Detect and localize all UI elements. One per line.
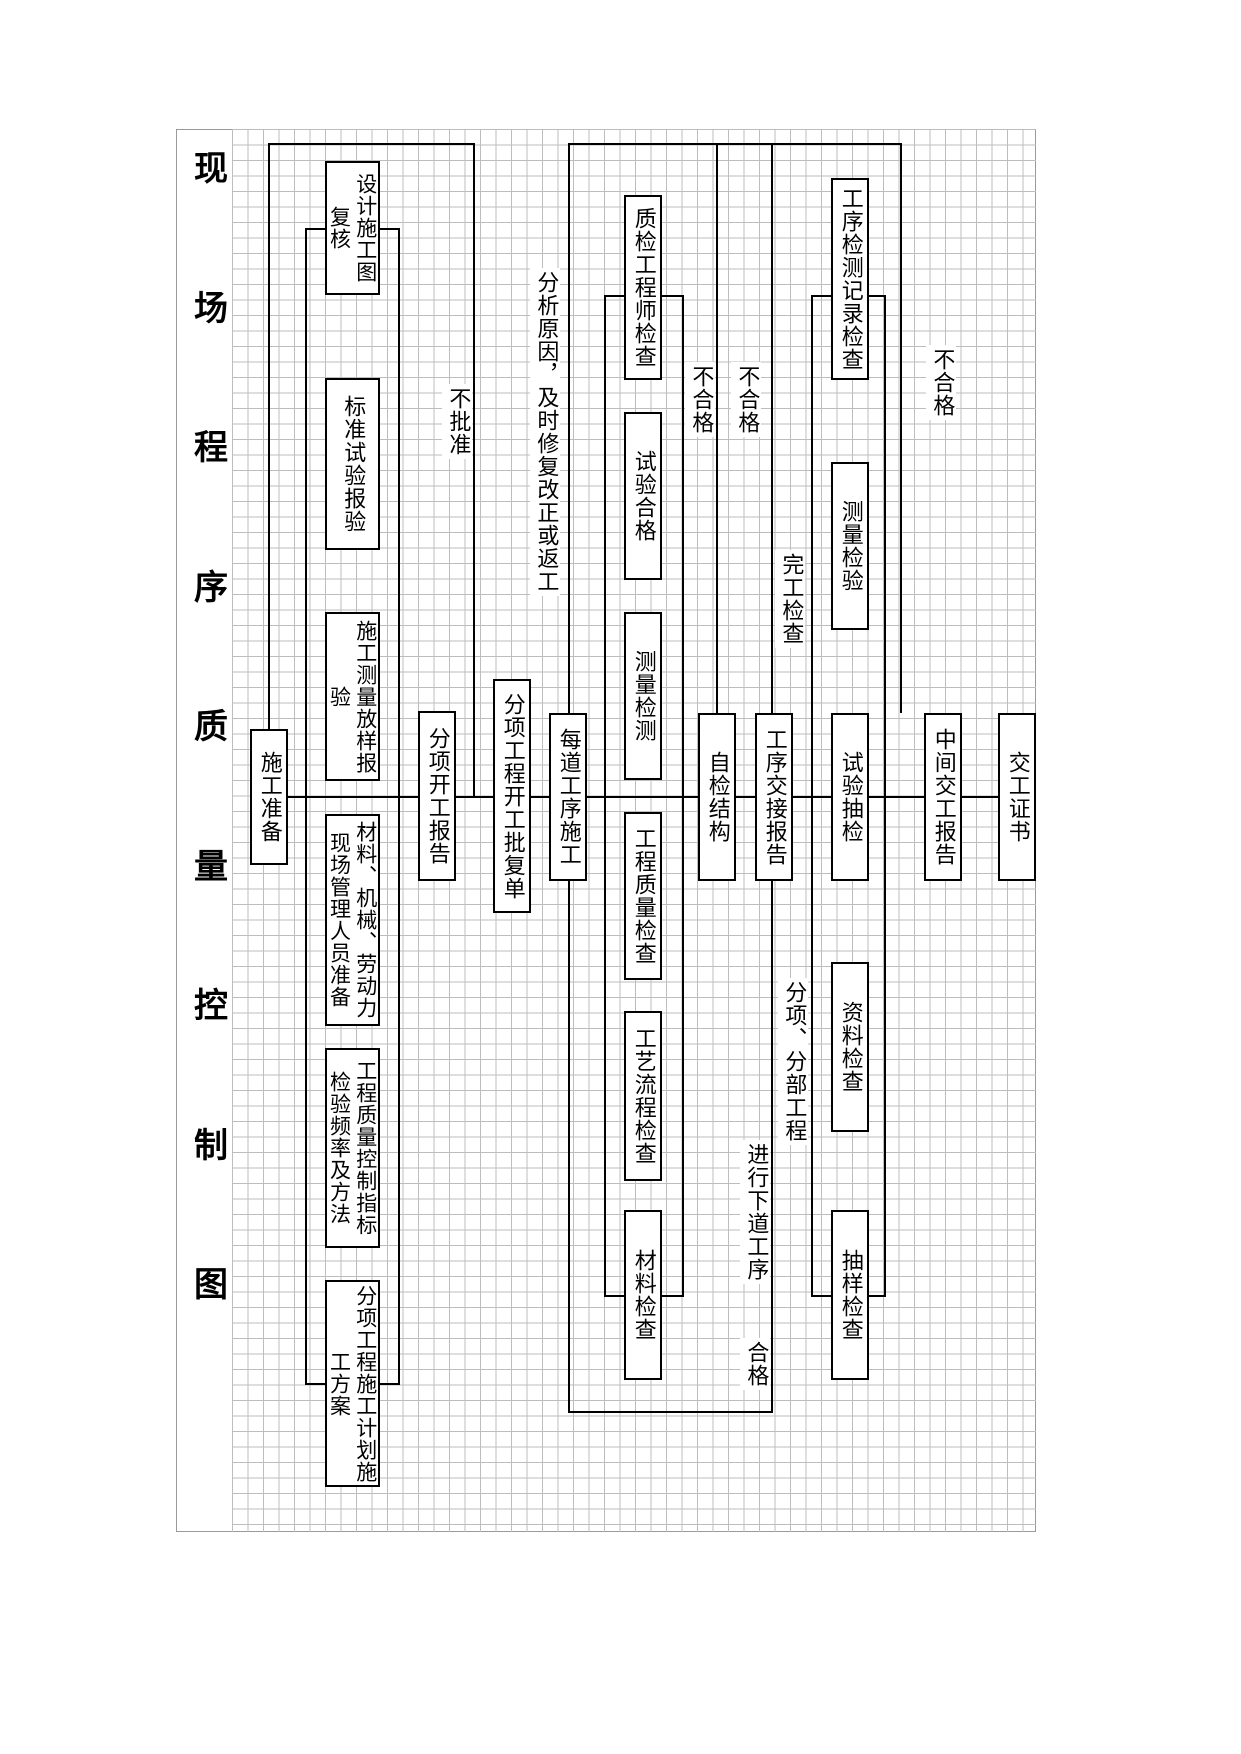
connector-line <box>900 143 902 713</box>
box-sample-check: 抽样检查 <box>831 1210 869 1380</box>
title-char: 现 <box>187 150 228 184</box>
box-eng-quality-check: 工程质量检查 <box>624 812 662 980</box>
connector-line <box>380 1383 400 1385</box>
title-char: 图 <box>187 1266 228 1300</box>
title-char: 控 <box>187 987 228 1021</box>
connector-line <box>682 295 684 1297</box>
label-sub-works: 分项、分部工程 <box>778 978 809 1145</box>
connector-line <box>604 1295 626 1297</box>
title-char: 场 <box>187 289 228 324</box>
title-char: 量 <box>187 847 228 882</box>
label-fail: 不合格 <box>685 362 716 437</box>
connector-line <box>568 143 902 145</box>
connector-line <box>305 228 325 230</box>
box-label: 工程质量检查 <box>630 827 656 965</box>
box-label: 工程质量控制指标检验频率及方法 <box>327 1060 378 1236</box>
connector-line <box>398 228 400 1385</box>
box-materials-staff: 材料、机械、劳动力现场管理人员准备 <box>325 814 380 1026</box>
box-label: 资料检查 <box>837 1001 863 1093</box>
label-completion-check: 完工检查 <box>775 550 806 648</box>
title-char: 序 <box>187 568 228 603</box>
connector-line <box>305 1383 325 1385</box>
connector-line <box>864 1295 886 1297</box>
box-certificate: 交工证书 <box>998 713 1036 881</box>
label-next-process: 进行下道工序 <box>740 1140 771 1284</box>
box-self-check: 自检结构 <box>698 713 736 881</box>
box-process-record-check: 工序检测记录检查 <box>831 178 869 380</box>
box-label: 试验抽检 <box>837 751 863 843</box>
title-char: 质 <box>187 708 228 742</box>
diagram-title: 现 场 程 序 质 量 控 制 图 <box>188 150 228 1300</box>
connector-line <box>604 295 606 1297</box>
box-label: 工序检测记录检查 <box>837 187 863 371</box>
box-doc-check: 资料检查 <box>831 962 869 1132</box>
title-char: 制 <box>187 1126 228 1161</box>
box-craft-check: 工艺流程检查 <box>624 1011 662 1181</box>
box-survey-inspect: 测量检验 <box>831 462 869 630</box>
label-fail: 不合格 <box>731 362 762 437</box>
connector-line <box>473 143 475 797</box>
connector-line <box>716 143 718 713</box>
box-label: 工序交接报告 <box>761 728 787 866</box>
main-spine-line <box>288 796 1002 798</box>
box-label: 标准试验报验 <box>340 395 366 533</box>
box-label: 测量检验 <box>837 500 863 592</box>
box-label: 测量检测 <box>630 650 656 742</box>
label-not-approved: 不批准 <box>442 384 473 459</box>
box-each-process: 每道工序施工 <box>549 713 587 881</box>
box-label: 每道工序施工 <box>555 728 581 866</box>
box-label: 材料检查 <box>630 1249 656 1341</box>
label-fail: 不合格 <box>926 345 957 420</box>
connector-line <box>884 295 886 1297</box>
box-quality-index: 工程质量控制指标检验频率及方法 <box>325 1048 380 1248</box>
box-interim-report: 中间交工报告 <box>924 713 962 881</box>
label-analyze-fix: 分析原因，及时修复改正或返工 <box>530 268 561 596</box>
box-qc-engineer-check: 质检工程师检查 <box>624 195 662 380</box>
box-label: 分项开工报告 <box>424 727 450 865</box>
connector-line <box>662 295 684 297</box>
box-label: 抽样检查 <box>837 1249 863 1341</box>
box-label: 试验合格 <box>630 450 656 542</box>
connector-line <box>268 143 474 145</box>
box-design-review: 设计施工图复核 <box>325 161 380 295</box>
connector-line <box>811 295 833 297</box>
box-label: 工艺流程检查 <box>630 1027 656 1165</box>
box-label: 设计施工图复核 <box>327 173 378 283</box>
box-label: 材料、机械、劳动力现场管理人员准备 <box>327 821 378 1019</box>
connector-line <box>662 1295 684 1297</box>
box-standard-test: 标准试验报验 <box>325 378 380 550</box>
box-label: 交工证书 <box>1004 751 1030 843</box>
title-char: 程 <box>187 429 228 463</box>
box-label: 中间交工报告 <box>930 728 956 866</box>
box-label: 施工准备 <box>256 751 282 843</box>
connector-line <box>268 143 270 731</box>
connector-line <box>380 228 400 230</box>
box-test-sampling: 试验抽检 <box>831 713 869 881</box>
box-label: 分项工程施工计划施工方案 <box>327 1284 378 1483</box>
box-construction-plan: 分项工程施工计划施工方案 <box>325 1280 380 1487</box>
box-label: 施工测量放样报验 <box>327 619 378 774</box>
box-handover-report: 工序交接报告 <box>755 713 793 881</box>
box-start-report: 分项开工报告 <box>418 711 456 881</box>
connector-line <box>811 295 813 1297</box>
label-pass: 合格 <box>740 1338 771 1390</box>
box-label: 质检工程师检查 <box>630 207 656 368</box>
connector-line <box>604 295 626 297</box>
box-material-check: 材料检查 <box>624 1210 662 1380</box>
box-survey-layout: 施工测量放样报验 <box>325 612 380 781</box>
box-construction-prep: 施工准备 <box>250 729 288 865</box>
connector-line <box>305 228 307 1385</box>
box-start-approval: 分项工程开工批复单 <box>493 679 531 913</box>
connector-line <box>568 1411 773 1413</box>
connector-line <box>811 1295 833 1297</box>
box-survey-test: 测量检测 <box>624 612 662 780</box>
connector-line <box>864 295 886 297</box>
box-label: 自检结构 <box>704 751 730 843</box>
box-label: 分项工程开工批复单 <box>499 692 525 900</box>
box-test-pass: 试验合格 <box>624 412 662 580</box>
